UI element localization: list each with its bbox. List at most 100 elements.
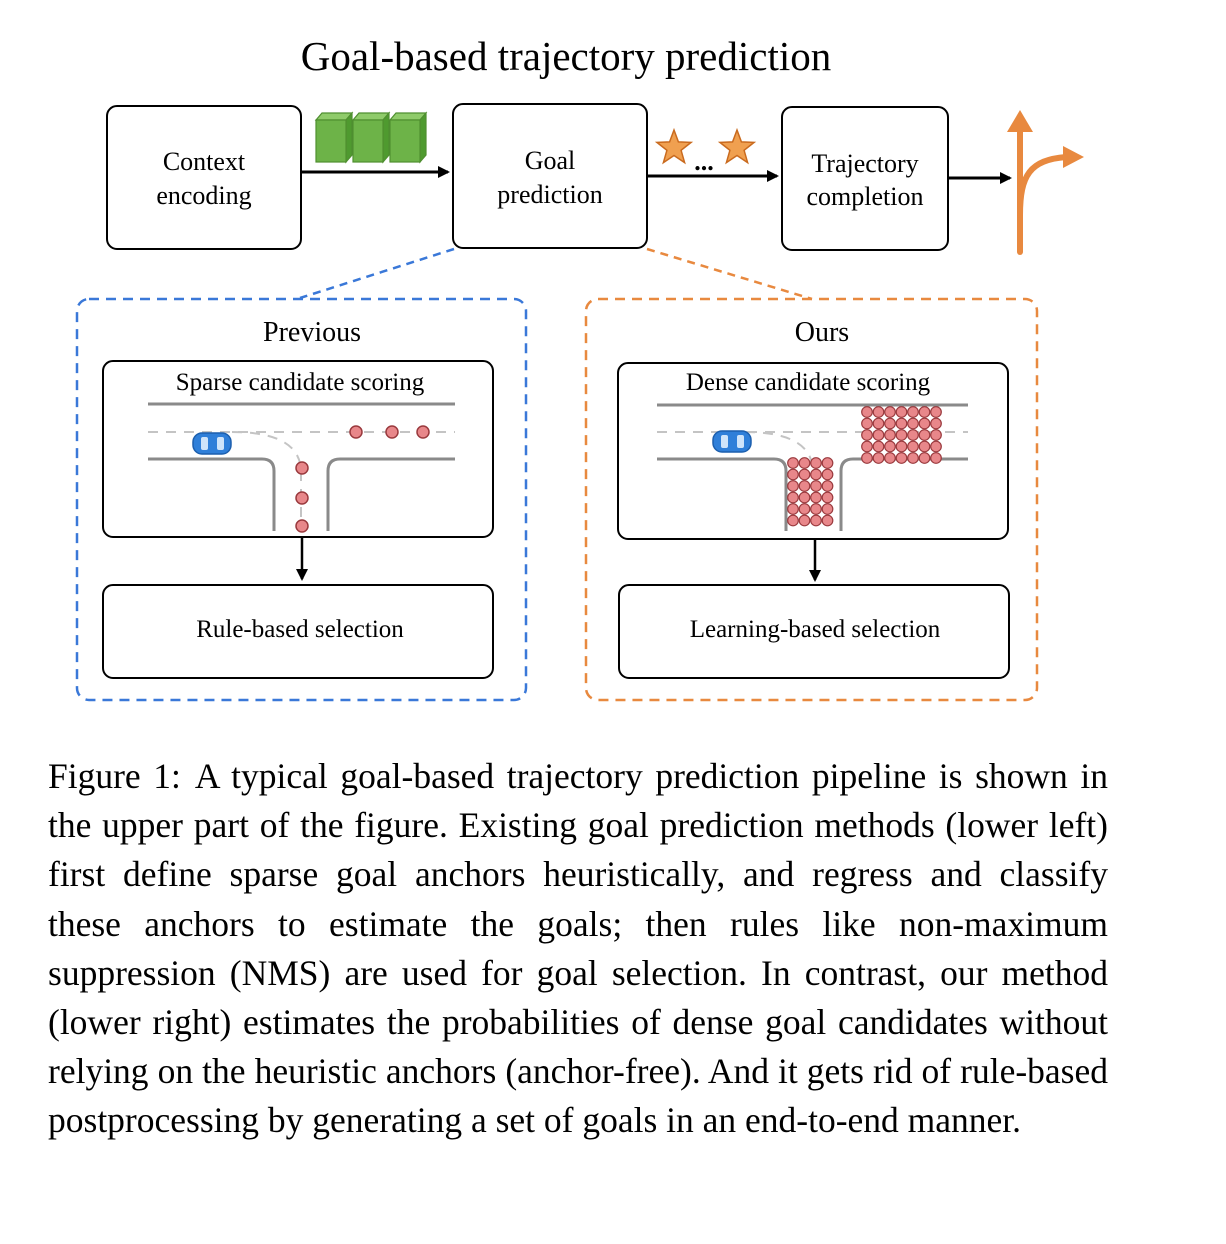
candidate-point [810,468,822,481]
star-icon [717,127,757,165]
candidate-point [821,491,834,504]
candidate-point [861,406,873,418]
context-encoding-label-line2: encoding [156,181,251,210]
candidate-point [918,417,931,430]
trajectory-completion-box: Trajectory completion [781,106,949,251]
candidate-point [884,429,896,441]
sparse-scene-box: Sparse candidate scoring [102,360,494,538]
trajectory-completion-label-line1: Trajectory [811,149,918,178]
candidate-point [918,406,931,418]
candidate-point [295,519,309,533]
dense-candidates-vertical [787,457,834,527]
candidate-point [895,406,908,418]
candidate-point [918,452,931,464]
trajectory-completion-label-line2: completion [807,182,924,211]
figure-caption: Figure 1:A typical goal-based trajectory… [48,752,1108,1146]
car-icon [712,430,752,453]
caption-text: A typical goal-based trajectory predicti… [48,756,1108,1141]
candidate-point [787,491,799,504]
candidate-point [907,440,919,453]
candidate-point [787,514,799,527]
candidate-point [798,457,811,469]
candidate-point [861,452,873,464]
candidate-point [810,457,822,469]
connector-ours [646,247,813,301]
candidate-point [907,429,919,441]
pipeline-figure: Goal-based trajectory prediction Context… [75,33,1084,702]
candidate-point [872,417,885,430]
candidate-point [930,417,942,430]
dense-candidates-horizontal [861,406,942,464]
candidate-point [787,468,799,481]
candidate-point [798,491,811,504]
candidate-point [895,440,908,453]
candidate-point [798,514,811,527]
connector-previous [299,247,455,300]
candidate-point [787,503,799,515]
goal-prediction-label-line2: prediction [497,180,602,209]
ours-panel: Ours Dense candidate scoring Learning-ba [584,297,1039,702]
candidate-point [810,514,822,527]
candidate-point [872,406,885,418]
candidate-point [930,452,942,464]
star-icon [654,127,694,165]
candidate-point [872,440,885,453]
candidate-point [295,491,309,505]
candidate-point [907,406,919,418]
goal-prediction-box: Goal prediction [452,103,648,249]
candidate-point [416,425,430,439]
rule-based-selection-box: Rule-based selection [102,584,494,679]
context-encoding-box: Context encoding [106,105,302,250]
candidate-point [810,503,822,515]
learning-based-selection-box: Learning-based selection [618,584,1010,679]
candidate-point [895,417,908,430]
candidate-point [798,468,811,481]
output-trajectory-icon [1007,110,1084,255]
candidate-point [884,406,896,418]
learning-based-selection-label: Learning-based selection [690,616,941,643]
dense-scene-box: Dense candidate scoring [617,362,1009,540]
previous-heading: Previous [263,317,361,348]
ours-heading: Ours [795,317,849,348]
candidate-point [918,429,931,441]
candidate-point [872,429,885,441]
feature-blocks-icon [314,111,428,164]
candidate-point [810,480,822,492]
previous-panel: Previous Sparse candidate scoring [75,297,528,702]
caption-label: Figure 1: [48,756,181,796]
goal-stars-icon: ... [654,127,757,176]
candidate-point [930,429,942,441]
candidate-point [907,452,919,464]
candidate-point [810,491,822,504]
candidate-point [884,417,896,430]
candidate-point [918,440,931,453]
rule-based-selection-label: Rule-based selection [196,616,404,643]
car-icon [192,432,232,455]
stars-ellipsis: ... [694,147,714,176]
candidate-point [930,406,942,418]
candidate-point [821,514,834,527]
candidate-point [861,417,873,430]
candidate-point [787,480,799,492]
context-encoding-label-line1: Context [163,147,246,176]
goal-prediction-label-line1: Goal [525,146,576,175]
candidate-point [385,425,399,439]
candidate-point [884,440,896,453]
candidate-point [930,440,942,453]
candidate-point [821,468,834,481]
candidate-point [295,461,309,475]
dense-scene-label: Dense candidate scoring [686,369,931,396]
candidate-point [821,480,834,492]
candidate-point [907,417,919,430]
candidate-point [798,480,811,492]
figure-title: Goal-based trajectory prediction [301,33,832,79]
sparse-scene-label: Sparse candidate scoring [176,369,425,396]
candidate-point [787,457,799,469]
candidate-point [884,452,896,464]
candidate-point [821,457,834,469]
candidate-point [798,503,811,515]
candidate-point [861,429,873,441]
candidate-point [872,452,885,464]
candidate-point [895,429,908,441]
candidate-point [861,440,873,453]
